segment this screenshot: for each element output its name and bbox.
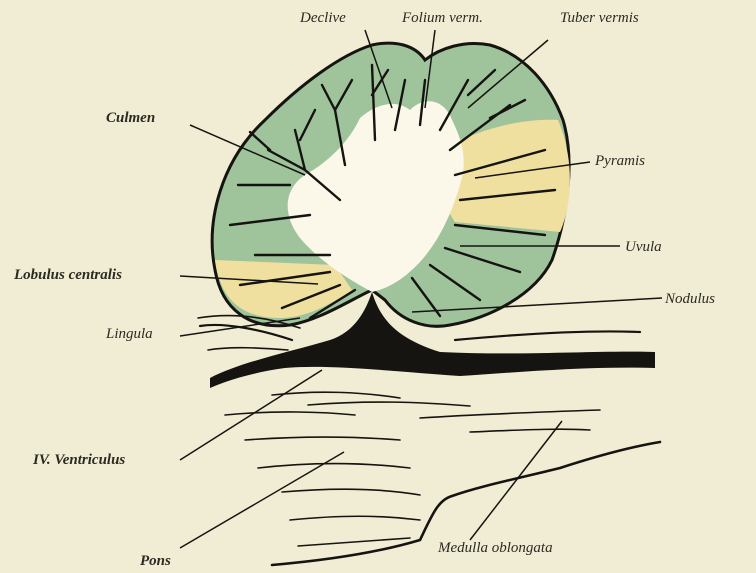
label-iv-ventriculus: IV. Ventriculus <box>33 453 125 468</box>
label-lobulus-centralis: Lobulus centralis <box>14 268 122 283</box>
label-lingula: Lingula <box>106 327 153 342</box>
label-declive: Declive <box>300 11 346 26</box>
label-tuber-vermis: Tuber vermis <box>560 11 639 26</box>
label-nodulus: Nodulus <box>665 292 715 307</box>
label-culmen: Culmen <box>106 111 155 126</box>
label-pyramis: Pyramis <box>595 154 645 169</box>
label-medulla-oblongata: Medulla oblongata <box>438 541 553 556</box>
label-pons: Pons <box>140 554 171 569</box>
label-uvula: Uvula <box>625 240 662 255</box>
label-folium-vermis: Folium verm. <box>402 11 483 26</box>
